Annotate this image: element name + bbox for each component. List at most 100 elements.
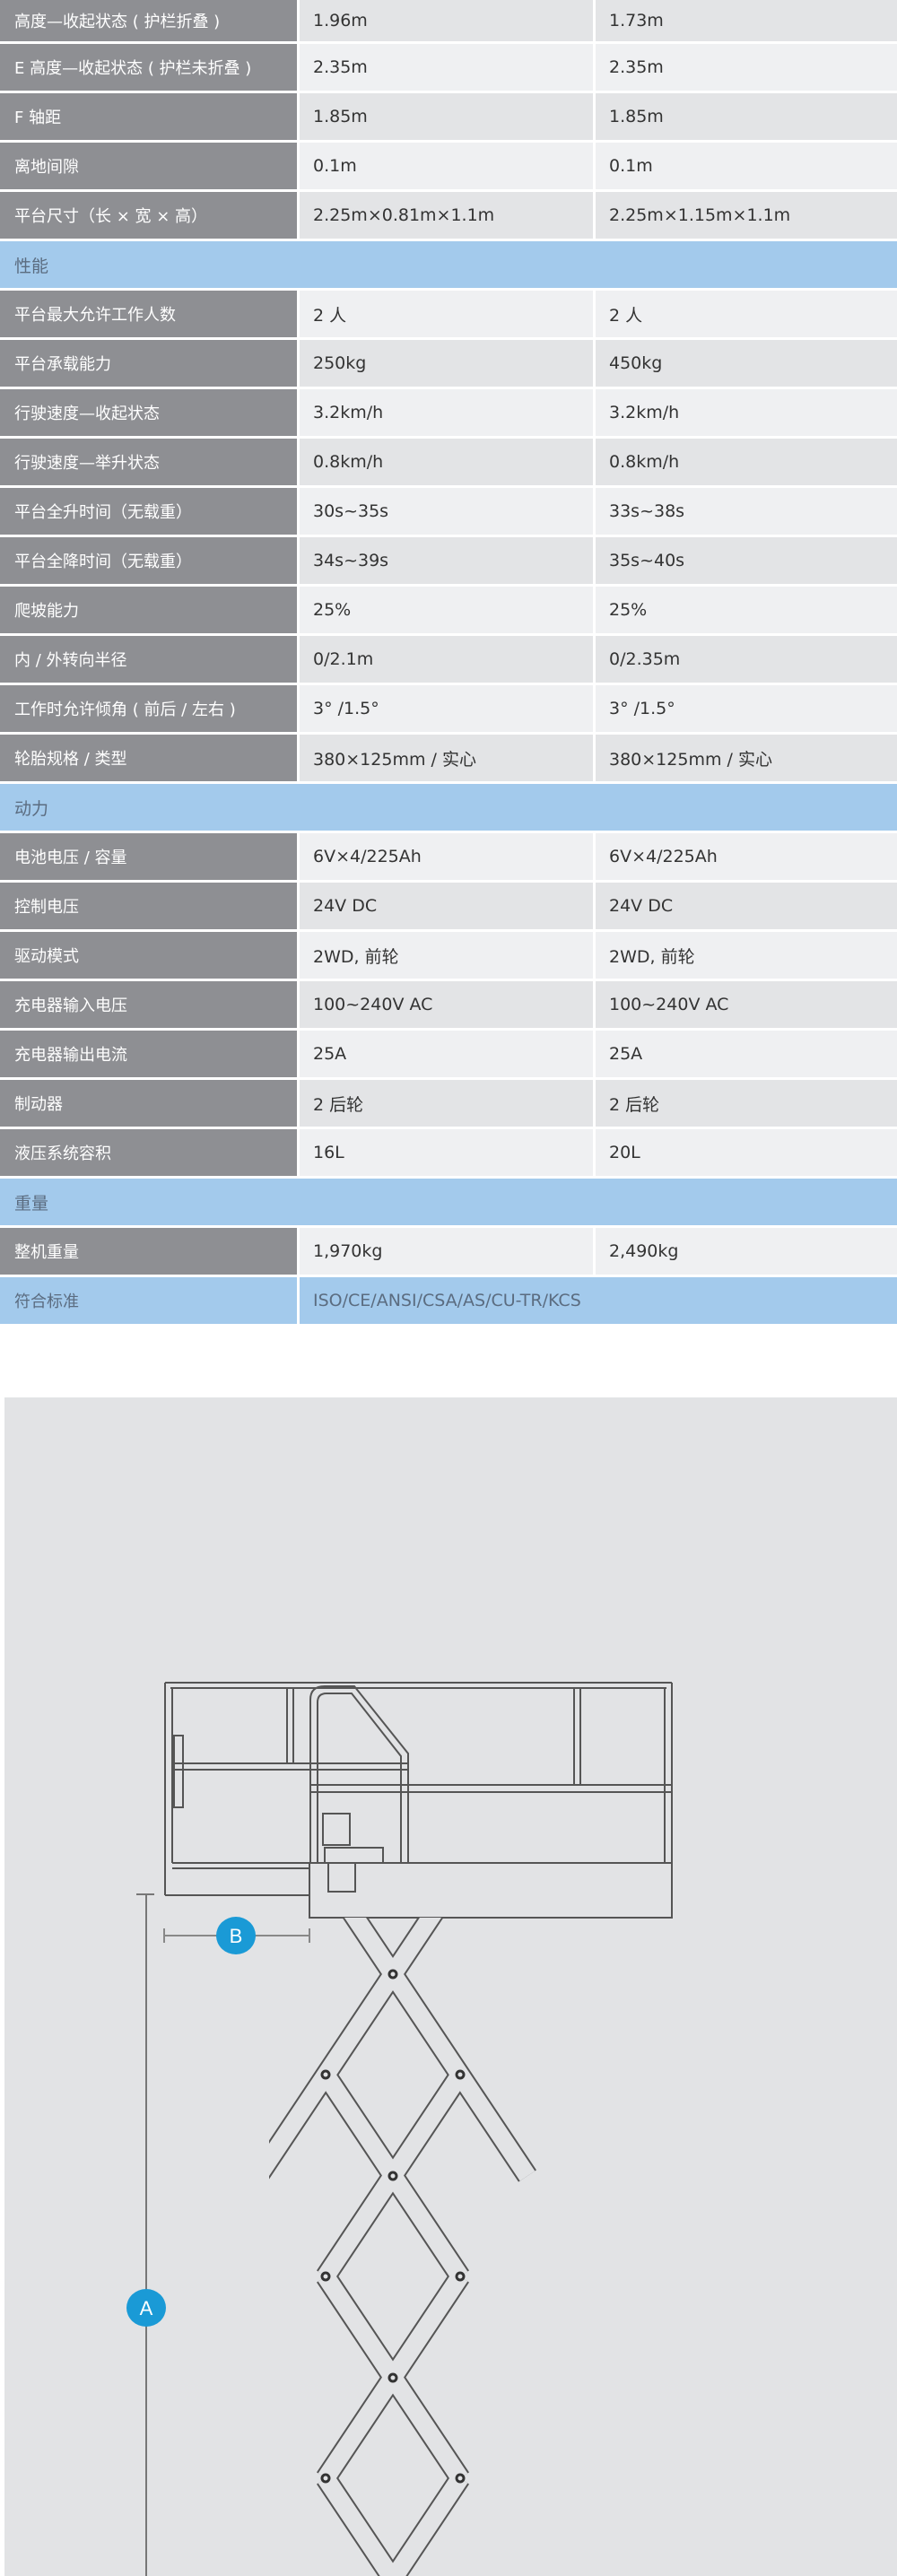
model-2-value: 1.73m: [596, 0, 897, 41]
section-header: 性能: [0, 241, 897, 291]
row-label: 平台尺寸（长 × 宽 × 高）: [0, 192, 300, 239]
diagram-background: [4, 1397, 897, 2576]
model-1-value: 1.85m: [300, 93, 596, 140]
model-2-value: 25A: [596, 1031, 897, 1077]
model-1-value: 25A: [300, 1031, 596, 1077]
model-2-value: 25%: [596, 587, 897, 633]
model-2-value: 3° /1.5°: [596, 685, 897, 732]
row-label: 控制电压: [0, 883, 300, 929]
row-label: 充电器输入电压: [0, 981, 300, 1028]
model-1-value: 1,970kg: [300, 1228, 596, 1275]
model-1-value: 3.2km/h: [300, 389, 596, 436]
spec-row: 工作时允许倾角 ( 前后 / 左右 )3° /1.5°3° /1.5°: [0, 685, 897, 735]
model-1-value: 25%: [300, 587, 596, 633]
model-1-value: 1.96m: [300, 0, 596, 41]
row-label: 工作时允许倾角 ( 前后 / 左右 ): [0, 685, 300, 732]
row-label: E 高度—收起状态 ( 护栏未折叠 ): [0, 44, 300, 91]
row-label: 离地间隙: [0, 143, 300, 189]
marker-b-label: B: [230, 1925, 243, 1947]
model-2-value: 2.25m×1.15m×1.1m: [596, 192, 897, 239]
row-label: 平台全升时间（无载重）: [0, 488, 300, 535]
model-1-value: 250kg: [300, 340, 596, 387]
model-2-value: 24V DC: [596, 883, 897, 929]
marker-b: B: [216, 1917, 256, 1954]
model-2-value: 2WD, 前轮: [596, 932, 897, 979]
model-1-value: 2.25m×0.81m×1.1m: [300, 192, 596, 239]
model-2-value: 2.35m: [596, 44, 897, 91]
section-title: 动力: [14, 798, 49, 819]
row-label: 平台全降时间（无载重）: [0, 537, 300, 584]
row-label: 充电器输出电流: [0, 1031, 300, 1077]
model-1-value: 30s~35s: [300, 488, 596, 535]
model-1-value: 34s~39s: [300, 537, 596, 584]
model-1-value: 380×125mm / 实心: [300, 735, 596, 781]
model-1-value: 0.1m: [300, 143, 596, 189]
section-header: 重量: [0, 1179, 897, 1228]
model-2-value: 35s~40s: [596, 537, 897, 584]
model-1-value: 2.35m: [300, 44, 596, 91]
model-2-value: 450kg: [596, 340, 897, 387]
model-2-value: 0.8km/h: [596, 439, 897, 485]
model-1-value: 6V×4/225Ah: [300, 833, 596, 880]
row-label: F 轴距: [0, 93, 300, 140]
marker-a-label: A: [140, 2297, 153, 2319]
row-label: 制动器: [0, 1080, 300, 1127]
model-1-value: 0/2.1m: [300, 636, 596, 683]
section-title: 性能: [14, 256, 49, 276]
model-2-value: 1.85m: [596, 93, 897, 140]
section-header: 动力: [0, 784, 897, 833]
model-2-value: 3.2km/h: [596, 389, 897, 436]
row-label: 驱动模式: [0, 932, 300, 979]
row-label: 行驶速度—举升状态: [0, 439, 300, 485]
dimension-a: [136, 1893, 154, 2576]
row-label: 爬坡能力: [0, 587, 300, 633]
row-label: 内 / 外转向半径: [0, 636, 300, 683]
model-1-value: 2WD, 前轮: [300, 932, 596, 979]
model-1-value: 3° /1.5°: [300, 685, 596, 732]
model-1-value: 16L: [300, 1129, 596, 1176]
row-label: 平台最大允许工作人数: [0, 291, 300, 337]
model-2-value: 2 人: [596, 291, 897, 337]
scissor-arms: [269, 1918, 536, 2576]
model-2-value: 100~240V AC: [596, 981, 897, 1028]
model-2-value: 2,490kg: [596, 1228, 897, 1275]
model-1-value: 2 人: [300, 291, 596, 337]
row-label: 高度—收起状态 ( 护栏折叠 ): [0, 0, 300, 41]
platform-drawing: [164, 1682, 673, 1919]
row-label: 轮胎规格 / 类型: [0, 735, 300, 781]
model-2-value: 0.1m: [596, 143, 897, 189]
model-2-value: 33s~38s: [596, 488, 897, 535]
model-2-value: 20L: [596, 1129, 897, 1176]
model-1-value: 0.8km/h: [300, 439, 596, 485]
model-2-value: 2 后轮: [596, 1080, 897, 1127]
model-1-value: 24V DC: [300, 883, 596, 929]
section-title: 重量: [14, 1193, 49, 1214]
scissor-lift-diagram: B A: [4, 1397, 897, 2576]
row-label: 平台承载能力: [0, 340, 300, 387]
row-label: 电池电压 / 容量: [0, 833, 300, 880]
